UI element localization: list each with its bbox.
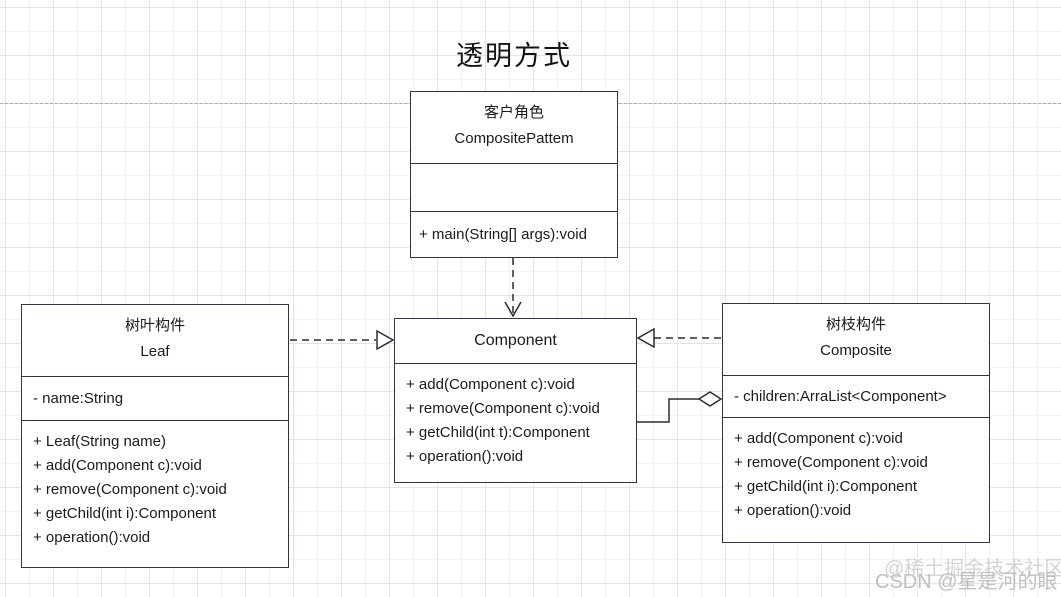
method-line: + main(String[] args):void	[419, 225, 587, 243]
class-box-component: Component + add(Component c):void + remo…	[394, 318, 637, 483]
class-title-client: 客户角色 CompositePattem	[411, 92, 617, 163]
class-title-component: Component	[395, 319, 636, 363]
dependency-arrow	[504, 258, 522, 318]
method-line: + add(Component c):void	[734, 430, 903, 447]
class-name-en: Composite	[820, 342, 892, 359]
class-attributes-composite: - children:ArraList<Component>	[723, 375, 989, 417]
method-line: + operation():void	[33, 529, 151, 546]
method-line: + operation():void	[734, 502, 852, 519]
class-methods-leaf: + Leaf(String name) + add(Component c):v…	[22, 420, 288, 567]
class-attributes-client	[411, 163, 617, 211]
method-line: + remove(Component c):void	[734, 454, 928, 471]
method-line: + Leaf(String name)	[33, 433, 166, 450]
method-line: + getChild(int t):Component	[406, 424, 590, 441]
class-box-composite: 树枝构件 Composite - children:ArraList<Compo…	[722, 303, 990, 543]
watermark-csdn: CSDN @星是河的眼	[875, 571, 1058, 593]
method-line: + operation():void	[406, 448, 524, 465]
realization-left-arrow	[290, 329, 395, 351]
class-methods-composite: + add(Component c):void + remove(Compone…	[723, 417, 989, 542]
method-line: + add(Component c):void	[33, 457, 202, 474]
diagram-title: 透明方式	[456, 41, 572, 71]
watermark-juejin: @稀土掘金技术社区	[884, 558, 1061, 580]
attribute-line: - name:String	[33, 390, 124, 407]
class-name-cn: 客户角色	[483, 104, 544, 121]
class-box-client: 客户角色 CompositePattem + main(String[] arg…	[410, 91, 618, 258]
method-line: + add(Component c):void	[406, 376, 575, 393]
method-line: + remove(Component c):void	[406, 400, 600, 417]
method-line: + getChild(int i):Component	[33, 505, 217, 522]
class-name-cn: 树枝构件	[825, 316, 886, 333]
class-name-cn: 树叶构件	[124, 317, 185, 334]
class-name-en: Leaf	[140, 343, 170, 360]
class-name: Component	[474, 332, 557, 349]
class-title-leaf: 树叶构件 Leaf	[22, 305, 288, 376]
aggregation-connector	[637, 391, 723, 423]
realization-right-arrow	[636, 327, 721, 349]
class-title-composite: 树枝构件 Composite	[723, 304, 989, 375]
class-methods-component: + add(Component c):void + remove(Compone…	[395, 363, 636, 482]
class-name-en: CompositePattem	[454, 130, 574, 147]
class-methods-client: + main(String[] args):void	[411, 211, 617, 257]
method-line: + getChild(int i):Component	[734, 478, 918, 495]
attribute-line: - children:ArraList<Component>	[734, 388, 947, 405]
class-attributes-leaf: - name:String	[22, 376, 288, 420]
method-line: + remove(Component c):void	[33, 481, 227, 498]
class-box-leaf: 树叶构件 Leaf - name:String + Leaf(String na…	[21, 304, 289, 568]
